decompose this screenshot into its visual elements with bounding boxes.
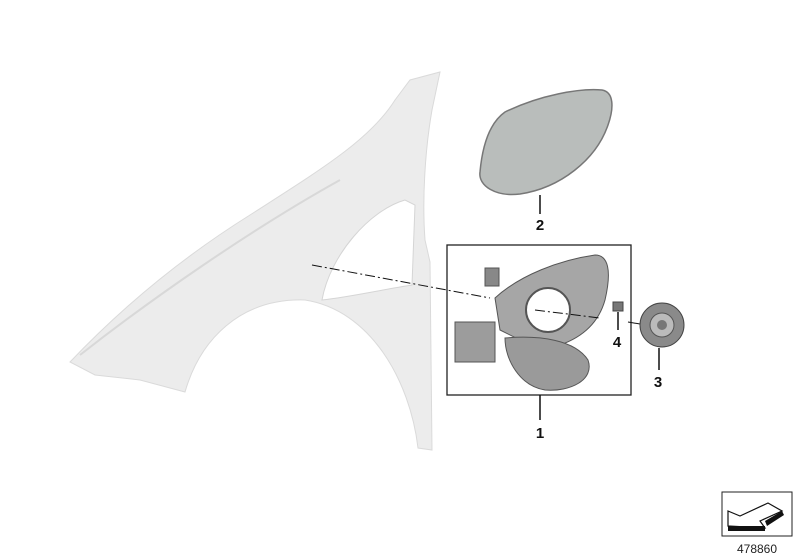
assembly-box bbox=[446, 244, 632, 396]
push-lock-actuator bbox=[612, 301, 624, 312]
callout-1: 1 bbox=[536, 425, 544, 442]
filler-cap bbox=[639, 302, 685, 348]
callout-4: 4 bbox=[613, 334, 622, 351]
fuel-filler-housing bbox=[454, 254, 609, 391]
fuel-filler-flap bbox=[479, 88, 613, 196]
callout-2: 2 bbox=[536, 217, 544, 234]
callout-3: 3 bbox=[654, 374, 662, 391]
direction-arrow-icon bbox=[721, 491, 793, 537]
assembly-line bbox=[534, 309, 601, 319]
assembly-line bbox=[311, 264, 491, 299]
diagram-number: 478860 bbox=[737, 542, 777, 556]
fender bbox=[69, 71, 441, 451]
assembly-line bbox=[627, 321, 641, 325]
